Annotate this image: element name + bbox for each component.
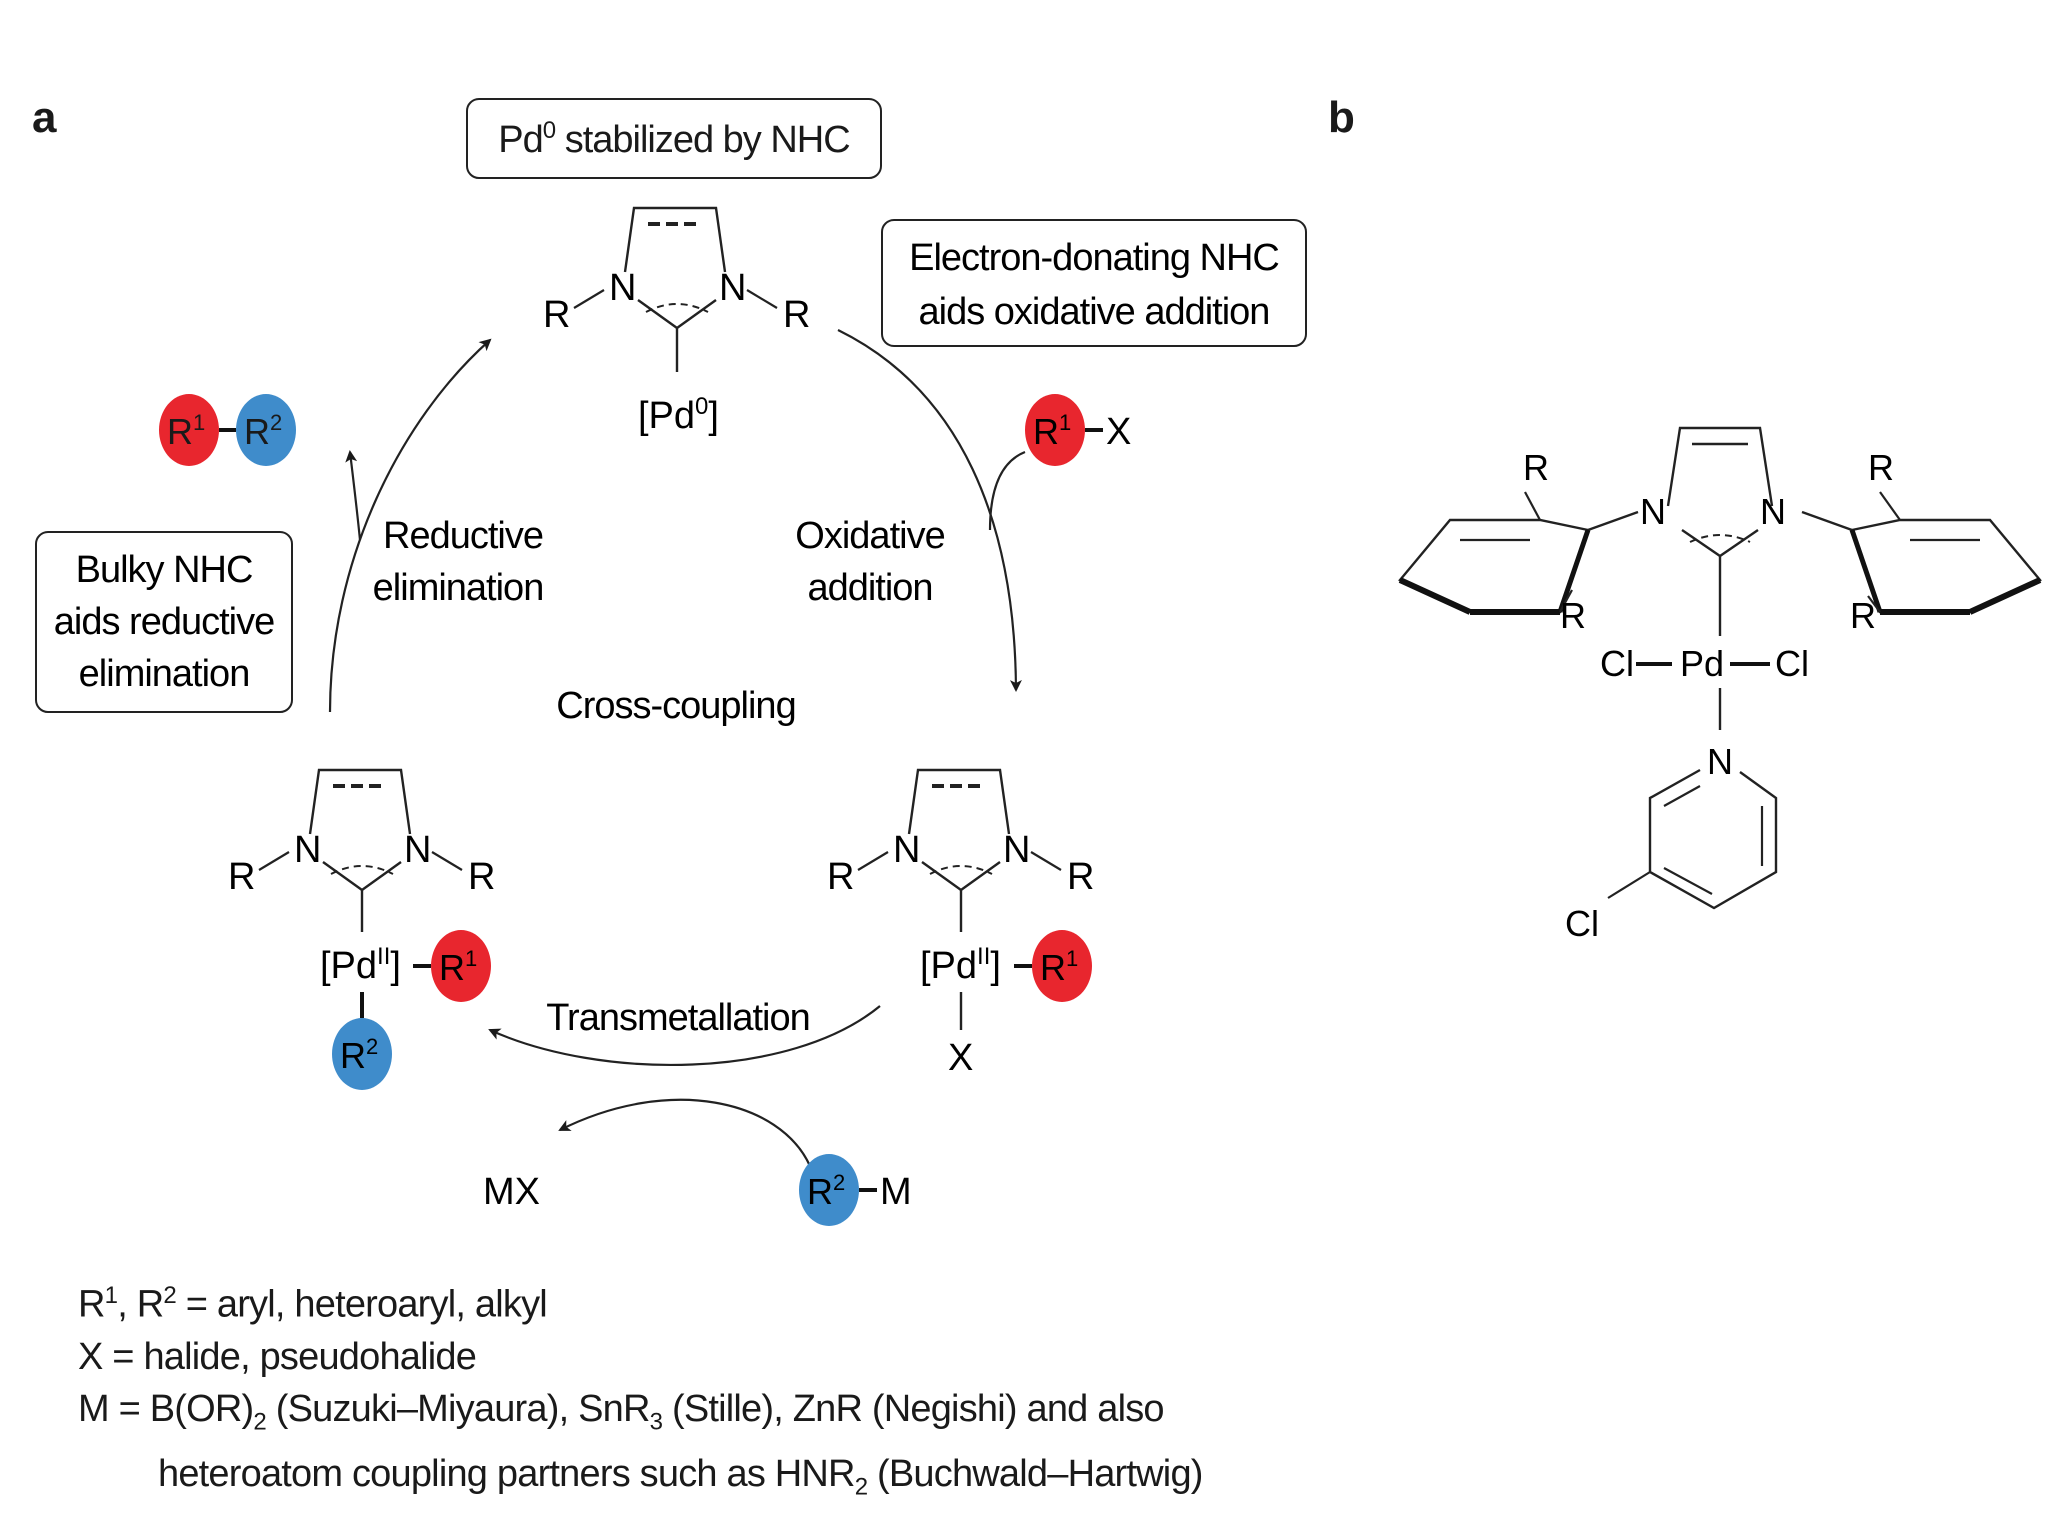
arrow-mx-out: [558, 1098, 812, 1167]
svg-text:R: R: [1868, 447, 1894, 488]
svg-text:Pd0 stabilized by NHC: Pd0 stabilized by NHC: [498, 117, 849, 161]
panel-label-b: b: [1328, 93, 1355, 142]
svg-text:R1: R1: [439, 946, 477, 988]
svg-text:Cl: Cl: [1565, 903, 1599, 944]
svg-text:R1: R1: [1033, 410, 1071, 452]
svg-text:R2: R2: [244, 410, 282, 452]
svg-text:R: R: [783, 294, 810, 336]
svg-text:[PdII]: [PdII]: [320, 943, 401, 987]
svg-text:R: R: [543, 294, 570, 336]
svg-text:N: N: [1707, 741, 1733, 782]
box-pd0-stabilized: Pd0 stabilized by NHC: [466, 98, 882, 179]
svg-text:Cl: Cl: [1775, 643, 1809, 684]
svg-text:aids oxidative addition: aids oxidative addition: [919, 291, 1270, 333]
arrow-oxidative-addition: [837, 329, 1022, 692]
svg-text:R: R: [827, 856, 854, 898]
svg-text:M: M: [880, 1171, 912, 1213]
arrow-reductive-elimination: [328, 338, 492, 713]
legend-line-x: X = halide, pseudohalide: [78, 1335, 477, 1378]
svg-text:Electron-donating NHC: Electron-donating NHC: [909, 237, 1279, 279]
svg-text:N: N: [893, 829, 920, 871]
box-bulky-nhc: Bulky NHC aids reductive elimination: [35, 531, 293, 713]
reagent-r2-m: R2 M: [799, 1154, 912, 1226]
panel-label-a: a: [32, 93, 57, 142]
label-cross-coupling: Cross-coupling: [556, 685, 795, 727]
svg-text:N: N: [1003, 829, 1030, 871]
box-electron-donating: Electron-donating NHC aids oxidative add…: [881, 219, 1307, 347]
svg-text:R1: R1: [167, 410, 205, 452]
svg-text:R1: R1: [1040, 946, 1078, 988]
legend-line-m: M = B(OR)2 (Suzuki–Miyaura), SnR3 (Still…: [78, 1387, 1165, 1436]
svg-text:elimination: elimination: [373, 567, 544, 609]
svg-text:Oxidative: Oxidative: [795, 515, 944, 557]
byproduct-mx: MX: [483, 1171, 540, 1213]
svg-text:R: R: [468, 856, 495, 898]
svg-text:X: X: [948, 1037, 973, 1079]
svg-text:R: R: [228, 856, 255, 898]
label-oxidative-addition: Oxidative addition: [795, 515, 945, 609]
svg-text:Cl: Cl: [1600, 643, 1634, 684]
svg-text:R: R: [1850, 595, 1876, 636]
legend-line-heteroatom: heteroatom coupling partners such as HNR…: [158, 1453, 1203, 1501]
svg-text:Pd: Pd: [1680, 643, 1724, 684]
svg-text:[PdII]: [PdII]: [920, 943, 1001, 987]
svg-text:N: N: [294, 829, 321, 871]
svg-text:R2: R2: [340, 1034, 378, 1076]
complex-oxidative-addition: N N R R [PdII] R1 X: [827, 768, 1094, 1079]
legend-line-r: R1, R2 = aryl, heteroaryl, alkyl: [78, 1282, 548, 1326]
complex-transmetallation: N N R R [PdII] R1 R2: [228, 768, 495, 1090]
svg-text:addition: addition: [807, 567, 932, 609]
svg-text:R: R: [1560, 595, 1586, 636]
svg-text:N: N: [1640, 491, 1666, 532]
arrow-transmetallation: [488, 1005, 881, 1066]
svg-text:[Pd0]: [Pd0]: [638, 393, 719, 437]
product-r1-r2: R1 R2: [159, 394, 296, 466]
complex-nhc-pd0: N N R R [Pd0]: [543, 206, 810, 437]
svg-text:R2: R2: [807, 1170, 845, 1212]
svg-text:Bulky NHC: Bulky NHC: [76, 549, 253, 591]
arrow-to-r1r2: [345, 450, 362, 541]
svg-text:N: N: [719, 267, 746, 309]
label-reductive-elimination: Reductive elimination: [373, 515, 545, 609]
svg-text:aids reductive: aids reductive: [54, 601, 274, 643]
reagent-r1-x: R1 X: [1025, 394, 1131, 466]
structure-peppsi-precatalyst: N N R R R R Cl Pd Cl N: [1398, 426, 2042, 944]
svg-text:R: R: [1523, 447, 1549, 488]
svg-text:elimination: elimination: [79, 653, 250, 695]
svg-text:X: X: [1106, 411, 1131, 453]
svg-text:R: R: [1067, 856, 1094, 898]
label-transmetallation: Transmetallation: [546, 997, 810, 1039]
arrow-r1x-in: [988, 450, 1026, 531]
svg-text:N: N: [1760, 491, 1786, 532]
svg-text:N: N: [404, 829, 431, 871]
svg-text:Reductive: Reductive: [383, 515, 543, 557]
svg-text:N: N: [609, 267, 636, 309]
legend-definitions: R1, R2 = aryl, heteroaryl, alkyl X = hal…: [78, 1270, 1203, 1514]
